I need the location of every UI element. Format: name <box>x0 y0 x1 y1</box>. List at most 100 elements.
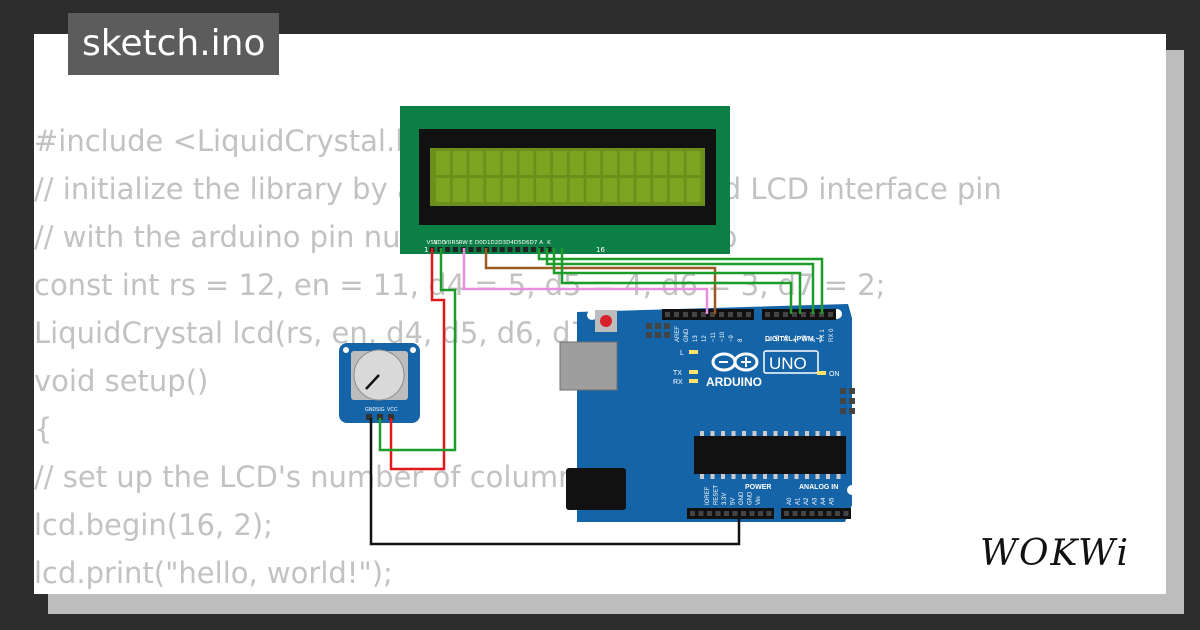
code-line: { <box>34 412 53 446</box>
analog-header-socket[interactable] <box>818 511 823 516</box>
lcd-pin[interactable] <box>523 247 529 252</box>
icsp-header-right <box>840 388 855 414</box>
digital-header-socket[interactable] <box>783 312 788 317</box>
reset-button-cap <box>600 315 612 327</box>
chip-leg <box>815 431 820 436</box>
mount-hole <box>343 347 349 353</box>
digital-header-socket[interactable] <box>792 312 797 317</box>
lcd-pin-label: D4 <box>506 240 514 246</box>
power-header-socket[interactable] <box>724 511 729 516</box>
lcd-pin[interactable] <box>445 247 451 252</box>
pin-label: GND <box>748 491 754 505</box>
power-header-socket[interactable] <box>749 511 755 516</box>
analog-header-socket[interactable] <box>809 511 815 516</box>
digital-header-socket[interactable] <box>683 312 688 317</box>
digital-header-socket[interactable] <box>774 312 779 317</box>
wire-d6-pin3[interactable] <box>552 248 802 314</box>
power-header-socket[interactable] <box>758 511 763 516</box>
lcd-pin[interactable] <box>476 247 482 252</box>
pot-pin-vcc[interactable] <box>388 414 394 420</box>
lcd-cell <box>469 151 484 175</box>
lcd-pin[interactable] <box>491 247 497 252</box>
analog-header-socket[interactable] <box>826 511 832 516</box>
wire-rs-pin12[interactable] <box>462 248 709 314</box>
pin-label: 2 <box>811 338 817 342</box>
lcd-pin[interactable] <box>546 247 552 252</box>
wire-e-pin11[interactable] <box>484 248 717 314</box>
digital-header-socket[interactable] <box>674 312 679 317</box>
wire-d7-pin2[interactable] <box>560 248 793 314</box>
digital-header-socket[interactable] <box>701 312 706 317</box>
digital-header-socket[interactable] <box>828 312 833 317</box>
pin-label: ~5 <box>784 334 790 342</box>
pin-label: 12 <box>702 335 708 342</box>
wires <box>369 248 824 546</box>
power-header-strip <box>687 508 774 519</box>
chip-leg <box>784 431 788 436</box>
wire-d4-pin5[interactable] <box>537 248 824 314</box>
lcd-cell <box>669 151 684 175</box>
lcd-pin-label: K <box>547 240 551 246</box>
wire-gnd-gnd[interactable] <box>369 418 741 546</box>
lcd-cell <box>519 178 534 202</box>
mount-hole <box>847 485 857 495</box>
lcd-pin[interactable] <box>499 247 505 252</box>
analog-header-socket[interactable] <box>784 511 789 516</box>
power-header-socket[interactable] <box>707 511 712 516</box>
digital-header-socket[interactable] <box>710 312 715 317</box>
lcd-pin[interactable] <box>452 247 458 252</box>
chip-leg <box>826 474 830 479</box>
digital-header-socket[interactable] <box>765 312 770 317</box>
lcd-cell <box>686 178 701 202</box>
lcd-pin-label: D7 <box>529 240 537 246</box>
digital-header-socket[interactable] <box>746 312 751 317</box>
power-header-socket[interactable] <box>698 511 704 516</box>
wire-vdd-vcc[interactable] <box>389 248 446 471</box>
lcd-pin-number-first: 1 <box>424 246 428 254</box>
lcd-cell <box>519 151 534 175</box>
pot-pin-sig[interactable] <box>377 414 383 420</box>
power-header-socket[interactable] <box>715 511 721 516</box>
power-header-socket[interactable] <box>766 511 772 516</box>
icsp-pin <box>849 388 855 394</box>
power-header-socket[interactable] <box>690 511 695 516</box>
pin-label: 4 <box>793 338 799 342</box>
pot-pin-gnd[interactable] <box>366 414 372 420</box>
lcd-pin-label: D0 <box>475 240 483 246</box>
lcd-pin[interactable] <box>530 247 536 252</box>
analog-header-socket[interactable] <box>792 511 798 516</box>
mount-hole <box>410 347 416 353</box>
analog-header-socket[interactable] <box>801 511 806 516</box>
lcd-character-cells <box>436 151 701 202</box>
digital-header-socket[interactable] <box>665 312 670 317</box>
lcd-pin[interactable] <box>515 247 521 252</box>
lcd-pin-label: E <box>469 240 473 246</box>
digital-header-socket[interactable] <box>719 312 724 317</box>
chip-legs <box>700 431 841 479</box>
lcd-cell <box>586 178 601 202</box>
digital-header-socket[interactable] <box>692 312 697 317</box>
usb-connector <box>559 341 618 391</box>
lcd-pin[interactable] <box>468 247 474 252</box>
analog-header-socket[interactable] <box>843 511 849 516</box>
wire-d5-pin4[interactable] <box>545 248 815 314</box>
power-header-socket[interactable] <box>732 511 738 516</box>
digital-header-socket[interactable] <box>801 312 806 317</box>
digital-header-socket[interactable] <box>819 312 824 317</box>
potentiometer[interactable]: GND SIG VCC <box>339 343 420 423</box>
pin-label: A5 <box>830 497 836 505</box>
digital-header-socket[interactable] <box>737 312 742 317</box>
analog-header-socket[interactable] <box>835 511 840 516</box>
digital-header-socket[interactable] <box>810 312 815 317</box>
lcd-pin[interactable] <box>507 247 513 252</box>
digital-header-socket[interactable] <box>728 312 733 317</box>
led-on-label: ON <box>829 371 840 378</box>
wire-v0-sig[interactable] <box>378 248 457 452</box>
power-header-socket[interactable] <box>741 511 746 516</box>
analog-in-label: ANALOG IN <box>799 484 838 491</box>
chip-leg <box>710 474 715 479</box>
lcd-pin[interactable] <box>538 247 544 252</box>
filename-tab[interactable]: sketch.ino <box>68 13 280 75</box>
